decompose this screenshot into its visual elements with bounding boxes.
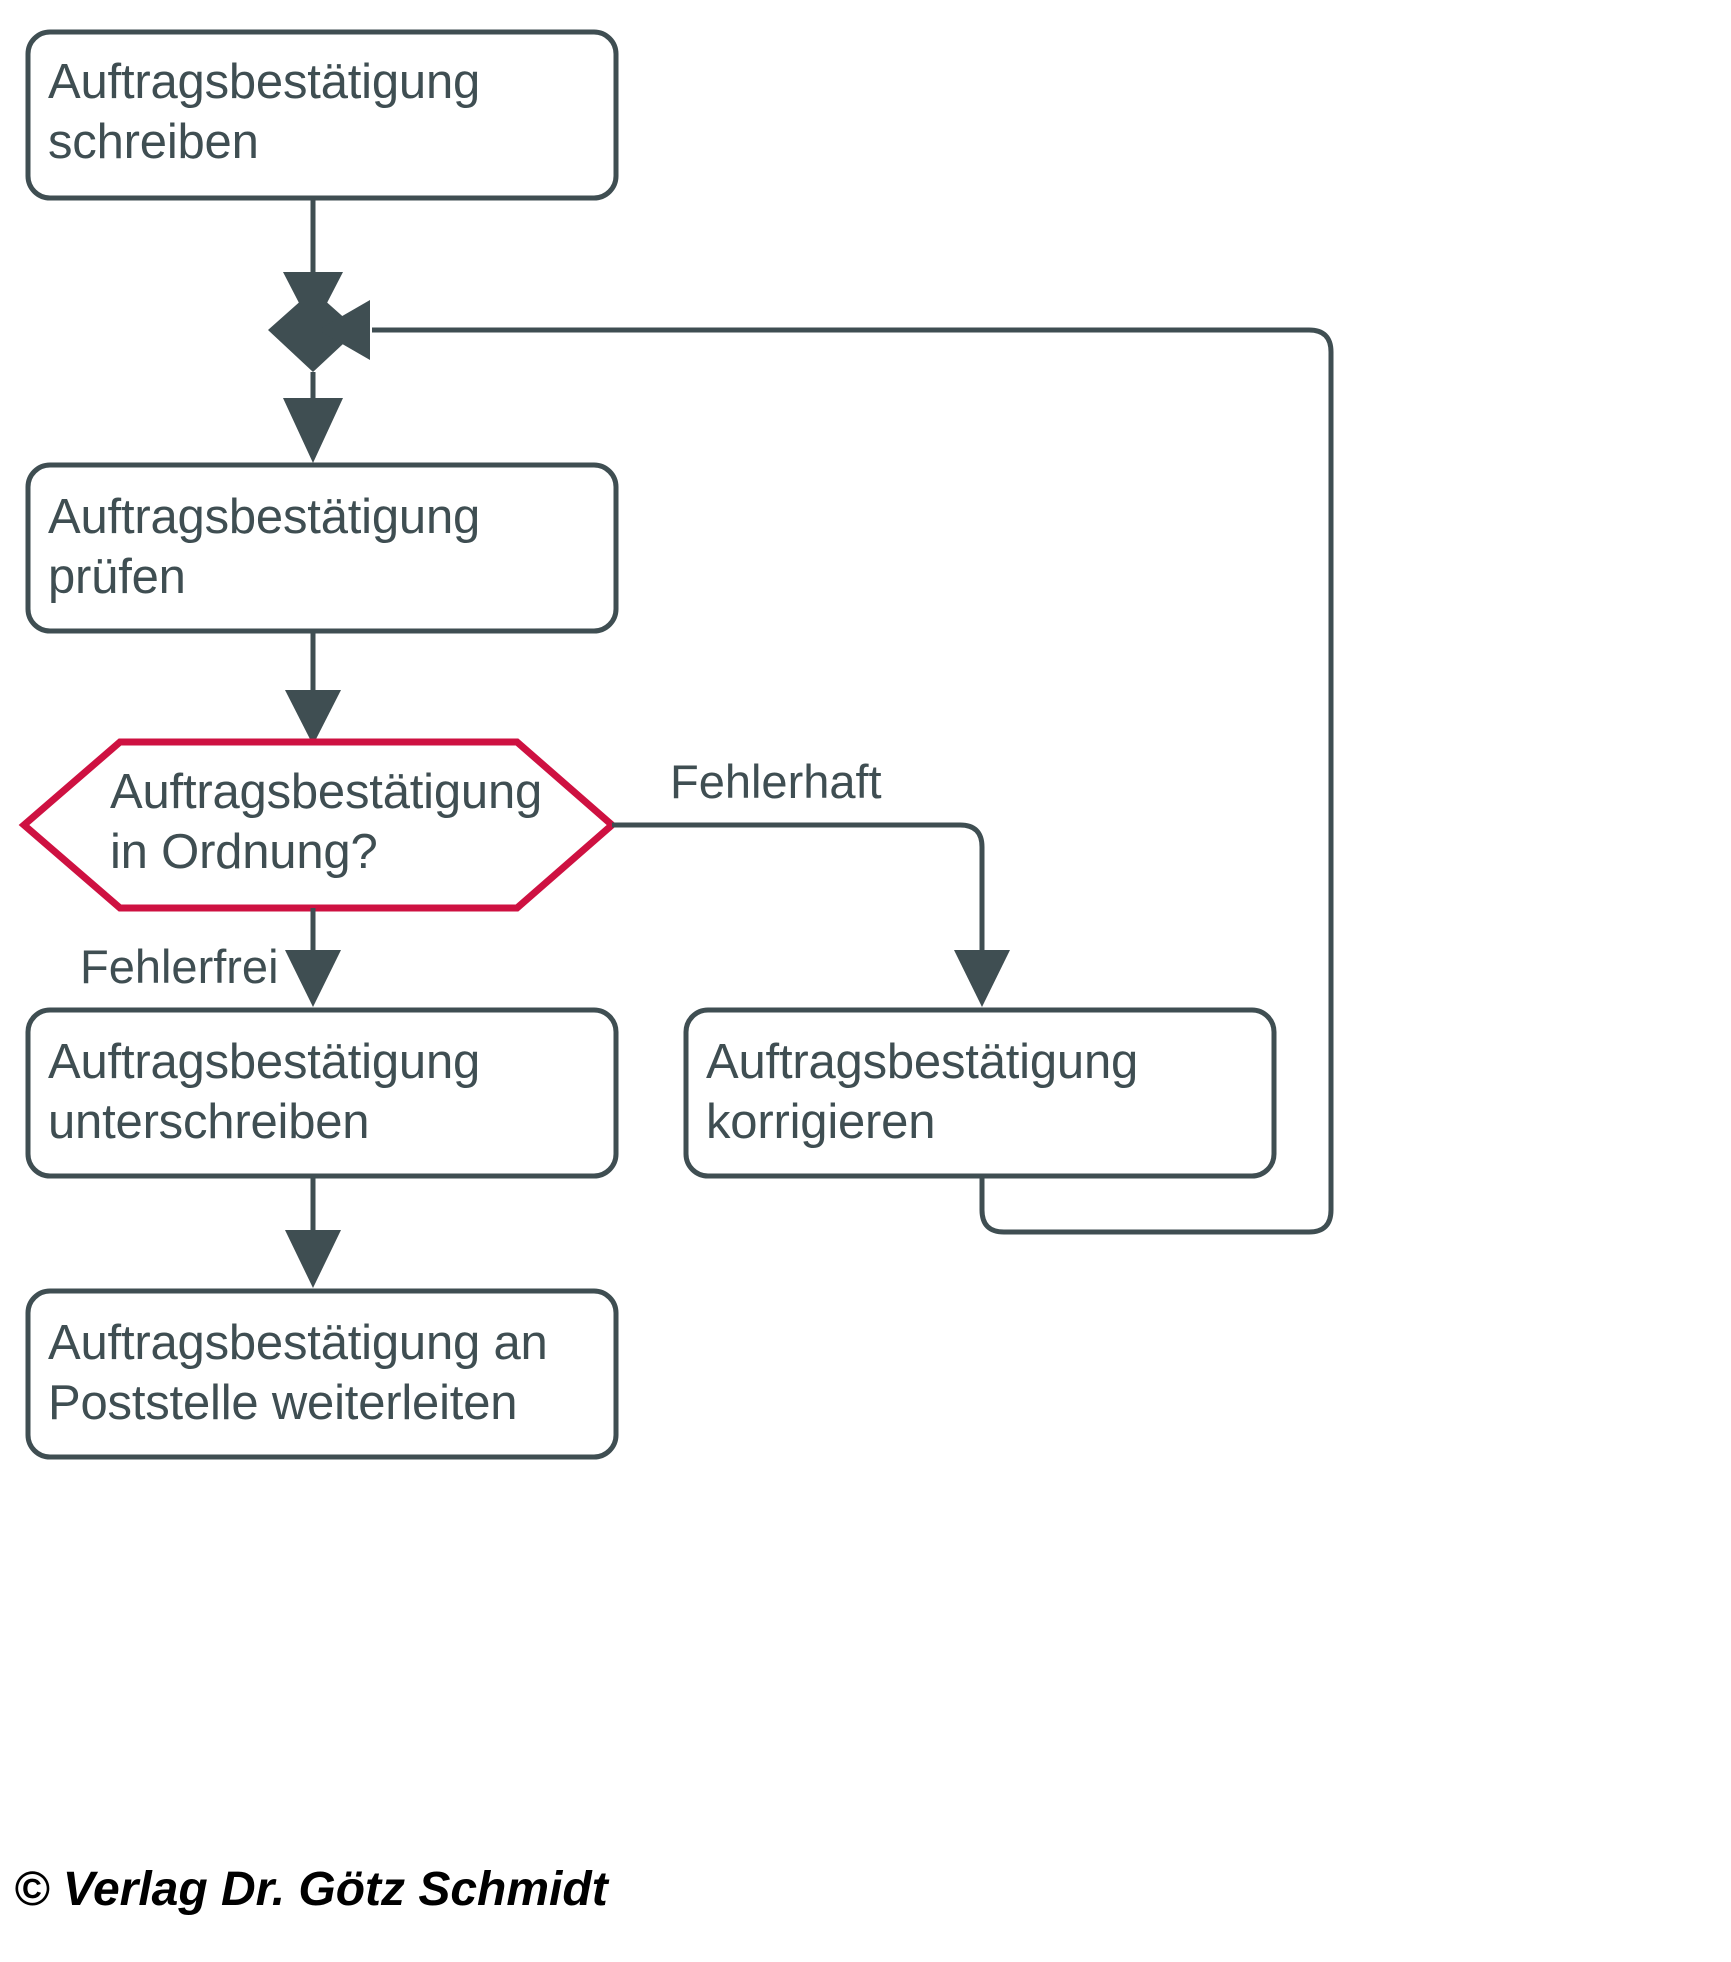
arrowhead-decision-to-sign bbox=[285, 950, 341, 1007]
arrowhead-merge-to-check bbox=[283, 398, 343, 463]
node-shape-forward[interactable] bbox=[25, 1288, 619, 1460]
node-label-correct: Auftragsbestätigung korrigieren bbox=[706, 1035, 1139, 1149]
arrowhead-decision-to-correct bbox=[954, 950, 1010, 1007]
edge-decision-to-correct bbox=[612, 822, 985, 952]
node-label-decision: Auftragsbestätigung in Ordnung? bbox=[110, 765, 543, 879]
copyright-notice: © Verlag Dr. Götz Schmidt bbox=[14, 1863, 608, 1916]
arrowhead-sign-to-forward bbox=[285, 1230, 341, 1288]
edge-label-fehlerhaft: Fehlerhaft bbox=[670, 755, 882, 808]
node-label-forward: Auftragsbestätigung an Poststelle weiter… bbox=[48, 1316, 548, 1430]
node-label-write: Auftragsbestätigung schreiben bbox=[48, 55, 481, 169]
arrowhead-feedback-into-merge bbox=[318, 300, 370, 360]
node-shape-write[interactable] bbox=[25, 29, 619, 201]
arrowhead-check-to-decision bbox=[285, 690, 341, 745]
edge-label-fehlerfrei: Fehlerfrei bbox=[80, 940, 279, 993]
node-shape-sign[interactable] bbox=[25, 1007, 619, 1179]
node-shape-merge-diamond[interactable] bbox=[268, 290, 358, 372]
node-shape-decision-hexagon[interactable] bbox=[18, 738, 618, 912]
edge-correct-feedback-loop bbox=[372, 327, 1334, 1235]
node-shape-check[interactable] bbox=[25, 462, 619, 634]
node-label-check: Auftragsbestätigung prüfen bbox=[48, 490, 481, 604]
node-label-sign: Auftragsbestätigung unterschreiben bbox=[48, 1035, 481, 1149]
